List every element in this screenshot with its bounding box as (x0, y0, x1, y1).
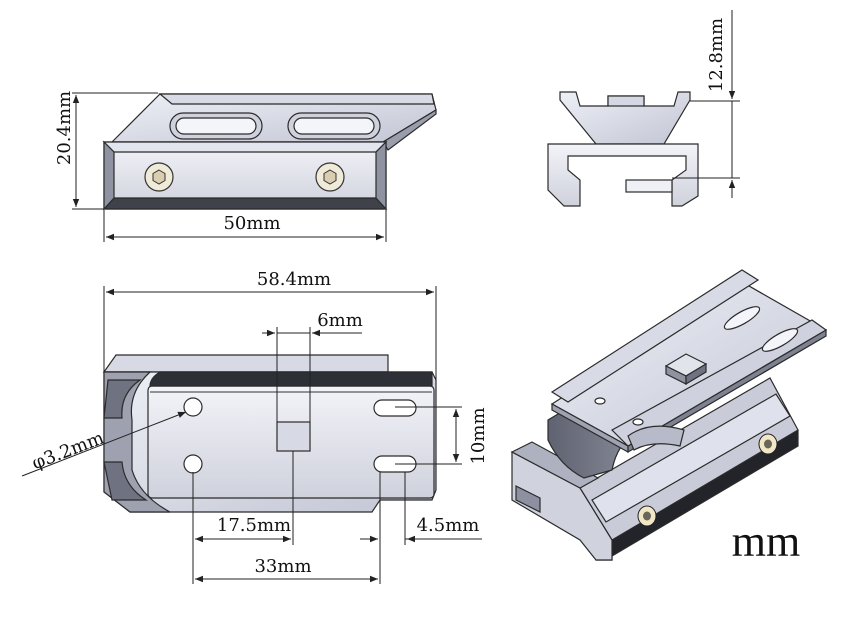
hex-screw-icon (144, 162, 174, 192)
hex-screw-icon (637, 505, 657, 527)
front-elevation-view: 20.4mm 50mm (54, 91, 437, 242)
hole-diameter-label: φ3.2mm (29, 428, 107, 475)
plan-view: 58.4mm 6mm 10mm φ3.2mm 17.5mm 4.5mm 33mm (21, 269, 489, 584)
offset-17-5-label: 17.5mm (217, 515, 291, 536)
height-20-4-label: 20.4mm (54, 91, 75, 165)
width-50-label: 50mm (223, 213, 280, 234)
square-key-icon (276, 421, 311, 452)
mount-hole-icon (183, 397, 203, 417)
hex-screw-icon (315, 162, 345, 192)
height-12-8-label: 12.8mm (706, 18, 727, 92)
side-profile-view: 12.8mm (547, 10, 740, 207)
distance-33-label: 33mm (254, 556, 311, 577)
spacing-10mm-label: 10mm (468, 407, 489, 464)
hex-screw-icon (758, 433, 778, 455)
offset-4-5-label: 4.5mm (417, 515, 480, 536)
size-6mm-label: 6mm (317, 310, 363, 331)
mount-hole-icon (183, 454, 203, 474)
length-58-4-label: 58.4mm (257, 269, 331, 290)
mount-slot-icon (373, 399, 417, 417)
unit-label: mm (732, 517, 800, 566)
isometric-view (510, 269, 828, 561)
